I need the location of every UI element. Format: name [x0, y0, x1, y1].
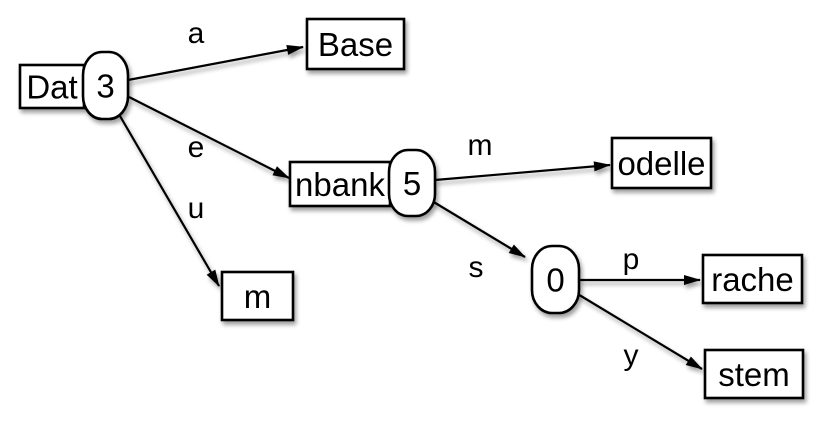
- labels-layer: a eu m s p y Dat Base nbank m odelle rache stem 3 5 0: [26, 17, 793, 393]
- node-dat: [18, 63, 86, 110]
- node-m: [220, 270, 295, 322]
- node-label-stem: stem: [718, 356, 790, 393]
- node-label-base: Base: [318, 26, 393, 63]
- edge-arrow-a: [127, 45, 304, 82]
- node-base: [305, 17, 406, 71]
- node-count-0: [530, 244, 581, 315]
- edge-arrow-m: [434, 161, 611, 182]
- node-label-dat: Dat: [26, 69, 77, 106]
- edges-layer: [119, 45, 703, 370]
- edge-label-p: p: [623, 243, 640, 276]
- node-count-3: [81, 50, 130, 121]
- node-label-count-0: 0: [546, 262, 564, 299]
- node-rache: [701, 253, 804, 305]
- node-count-5: [387, 148, 437, 218]
- node-odelle: [610, 136, 713, 190]
- node-label-m: m: [244, 278, 272, 315]
- edge-arrow-e: [128, 96, 290, 179]
- node-stem: [703, 348, 805, 400]
- edge-label-s: s: [469, 251, 484, 284]
- edge-arrow-s: [431, 200, 526, 258]
- edge-label-e: e: [188, 131, 205, 164]
- node-label-count-3: 3: [96, 68, 114, 105]
- edge-label-a: a: [188, 17, 205, 50]
- shapes-layer: [18, 17, 805, 400]
- edge-arrow-u: [119, 115, 220, 287]
- node-nbank: [288, 160, 392, 208]
- edge-arrow-y: [575, 292, 703, 370]
- node-label-nbank: nbank: [295, 166, 385, 203]
- edge-label-m: m: [468, 129, 493, 162]
- node-label-rache: rache: [711, 261, 794, 298]
- edge-label-y: y: [624, 339, 639, 372]
- edge-label-u: u: [188, 192, 205, 225]
- node-label-count-5: 5: [403, 165, 421, 202]
- node-label-odelle: odelle: [617, 145, 705, 182]
